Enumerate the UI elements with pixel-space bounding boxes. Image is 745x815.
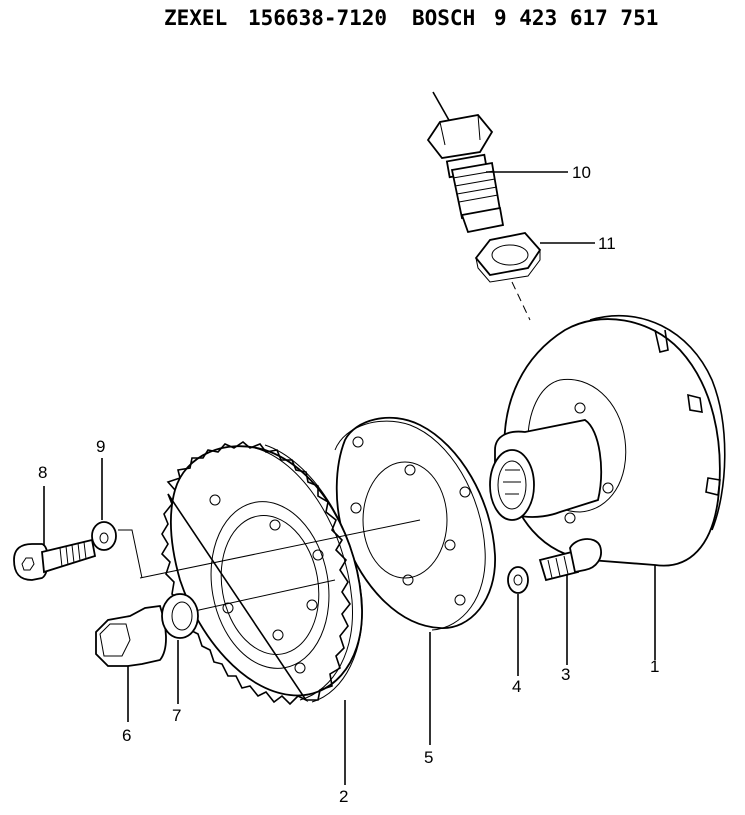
leader-lines	[43, 171, 656, 785]
callout-5: 5	[424, 748, 433, 767]
washer-part-9	[91, 521, 117, 551]
housing-part-1	[489, 315, 726, 567]
callout-1: 1	[650, 657, 659, 676]
callout-labels: 10 11 1 2 3 4 5 6 7 8 9	[38, 163, 659, 806]
callout-9: 9	[96, 437, 105, 456]
callout-11: 11	[598, 234, 616, 253]
callout-6: 6	[122, 726, 131, 745]
callout-8: 8	[38, 463, 47, 482]
sleeve-nut-part-6	[95, 605, 167, 667]
part-number-zexel: 156638-7120	[248, 6, 388, 30]
header: ZEXEL 156638-7120 BOSCH 9 423 617 751	[0, 6, 745, 38]
callout-2: 2	[339, 787, 348, 806]
timing-gear-part-2	[160, 440, 363, 706]
sensor-probe-part-10	[426, 91, 505, 234]
part-number-bosch: 9 423 617 751	[494, 6, 659, 30]
brand-bosch: BOSCH	[412, 6, 476, 30]
screw-part-3	[538, 538, 602, 582]
callout-7: 7	[172, 706, 181, 725]
flange-plate-part-5	[334, 416, 496, 631]
callout-4: 4	[512, 677, 521, 696]
nut-part-11	[474, 232, 542, 283]
washer-part-4	[507, 566, 529, 594]
bolt-part-8	[13, 538, 97, 581]
callout-3: 3	[561, 665, 570, 684]
brand-zexel: ZEXEL	[164, 6, 228, 30]
callout-10: 10	[572, 163, 591, 182]
seal-ring-part-7	[161, 593, 199, 639]
